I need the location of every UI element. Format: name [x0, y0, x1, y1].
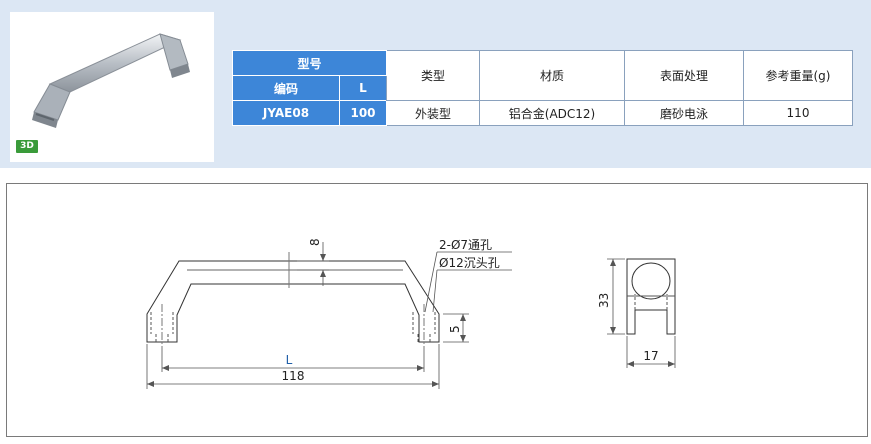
header-model: 型号 [232, 50, 387, 76]
table-row: JYAE08 100 外装型 铝合金(ADC12) 磨砂电泳 110 [232, 100, 853, 126]
product-photo: 3D [10, 12, 214, 162]
dim-118-label: 118 [282, 369, 305, 383]
product-info-panel: 3D 型号 类型 材质 表面处理 参考重量(g) 编码 L JYAE08 100… [0, 0, 871, 168]
drawing-svg: 8 5 L 118 33 17 2-Ø7通孔 Ø12沉头孔 [146, 238, 676, 389]
technical-drawing: 8 5 L 118 33 17 2-Ø7通孔 Ø12沉头孔 [6, 183, 868, 437]
cell-weight: 110 [743, 100, 853, 126]
front-view-outline [146, 260, 440, 343]
cell-material: 铝合金(ADC12) [479, 100, 625, 126]
cell-type: 外装型 [386, 100, 480, 126]
header-code: 编码 [232, 75, 340, 101]
dim-33-label: 33 [597, 293, 611, 308]
dim-l-label: L [286, 353, 293, 367]
header-l: L [339, 75, 387, 101]
dim-17-label: 17 [643, 349, 658, 363]
handle-photo-illustration [32, 33, 190, 128]
cell-code: JYAE08 [232, 100, 340, 126]
dim-8-label: 8 [308, 238, 322, 246]
header-weight: 参考重量(g) [743, 50, 853, 101]
3d-badge[interactable]: 3D [16, 140, 38, 153]
header-material: 材质 [479, 50, 625, 101]
hole-note-through: 2-Ø7通孔 [439, 238, 492, 252]
spec-table: 型号 类型 材质 表面处理 参考重量(g) 编码 L JYAE08 100 外装… [232, 50, 853, 126]
cell-l: 100 [339, 100, 387, 126]
header-type: 类型 [386, 50, 480, 101]
hole-note-counterbore: Ø12沉头孔 [439, 256, 500, 270]
header-surface: 表面处理 [624, 50, 744, 101]
cell-surface: 磨砂电泳 [624, 100, 744, 126]
dim-5-label: 5 [448, 325, 462, 333]
